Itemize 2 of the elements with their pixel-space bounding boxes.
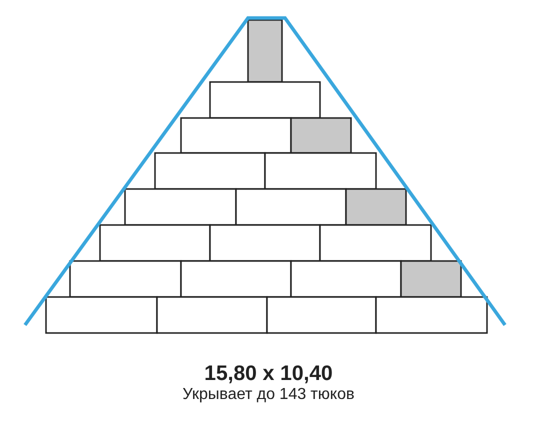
coverage-note: Укрывает до 143 тюков bbox=[182, 386, 356, 404]
dimensions-label: 15,80 x 10,40 bbox=[203, 362, 334, 386]
